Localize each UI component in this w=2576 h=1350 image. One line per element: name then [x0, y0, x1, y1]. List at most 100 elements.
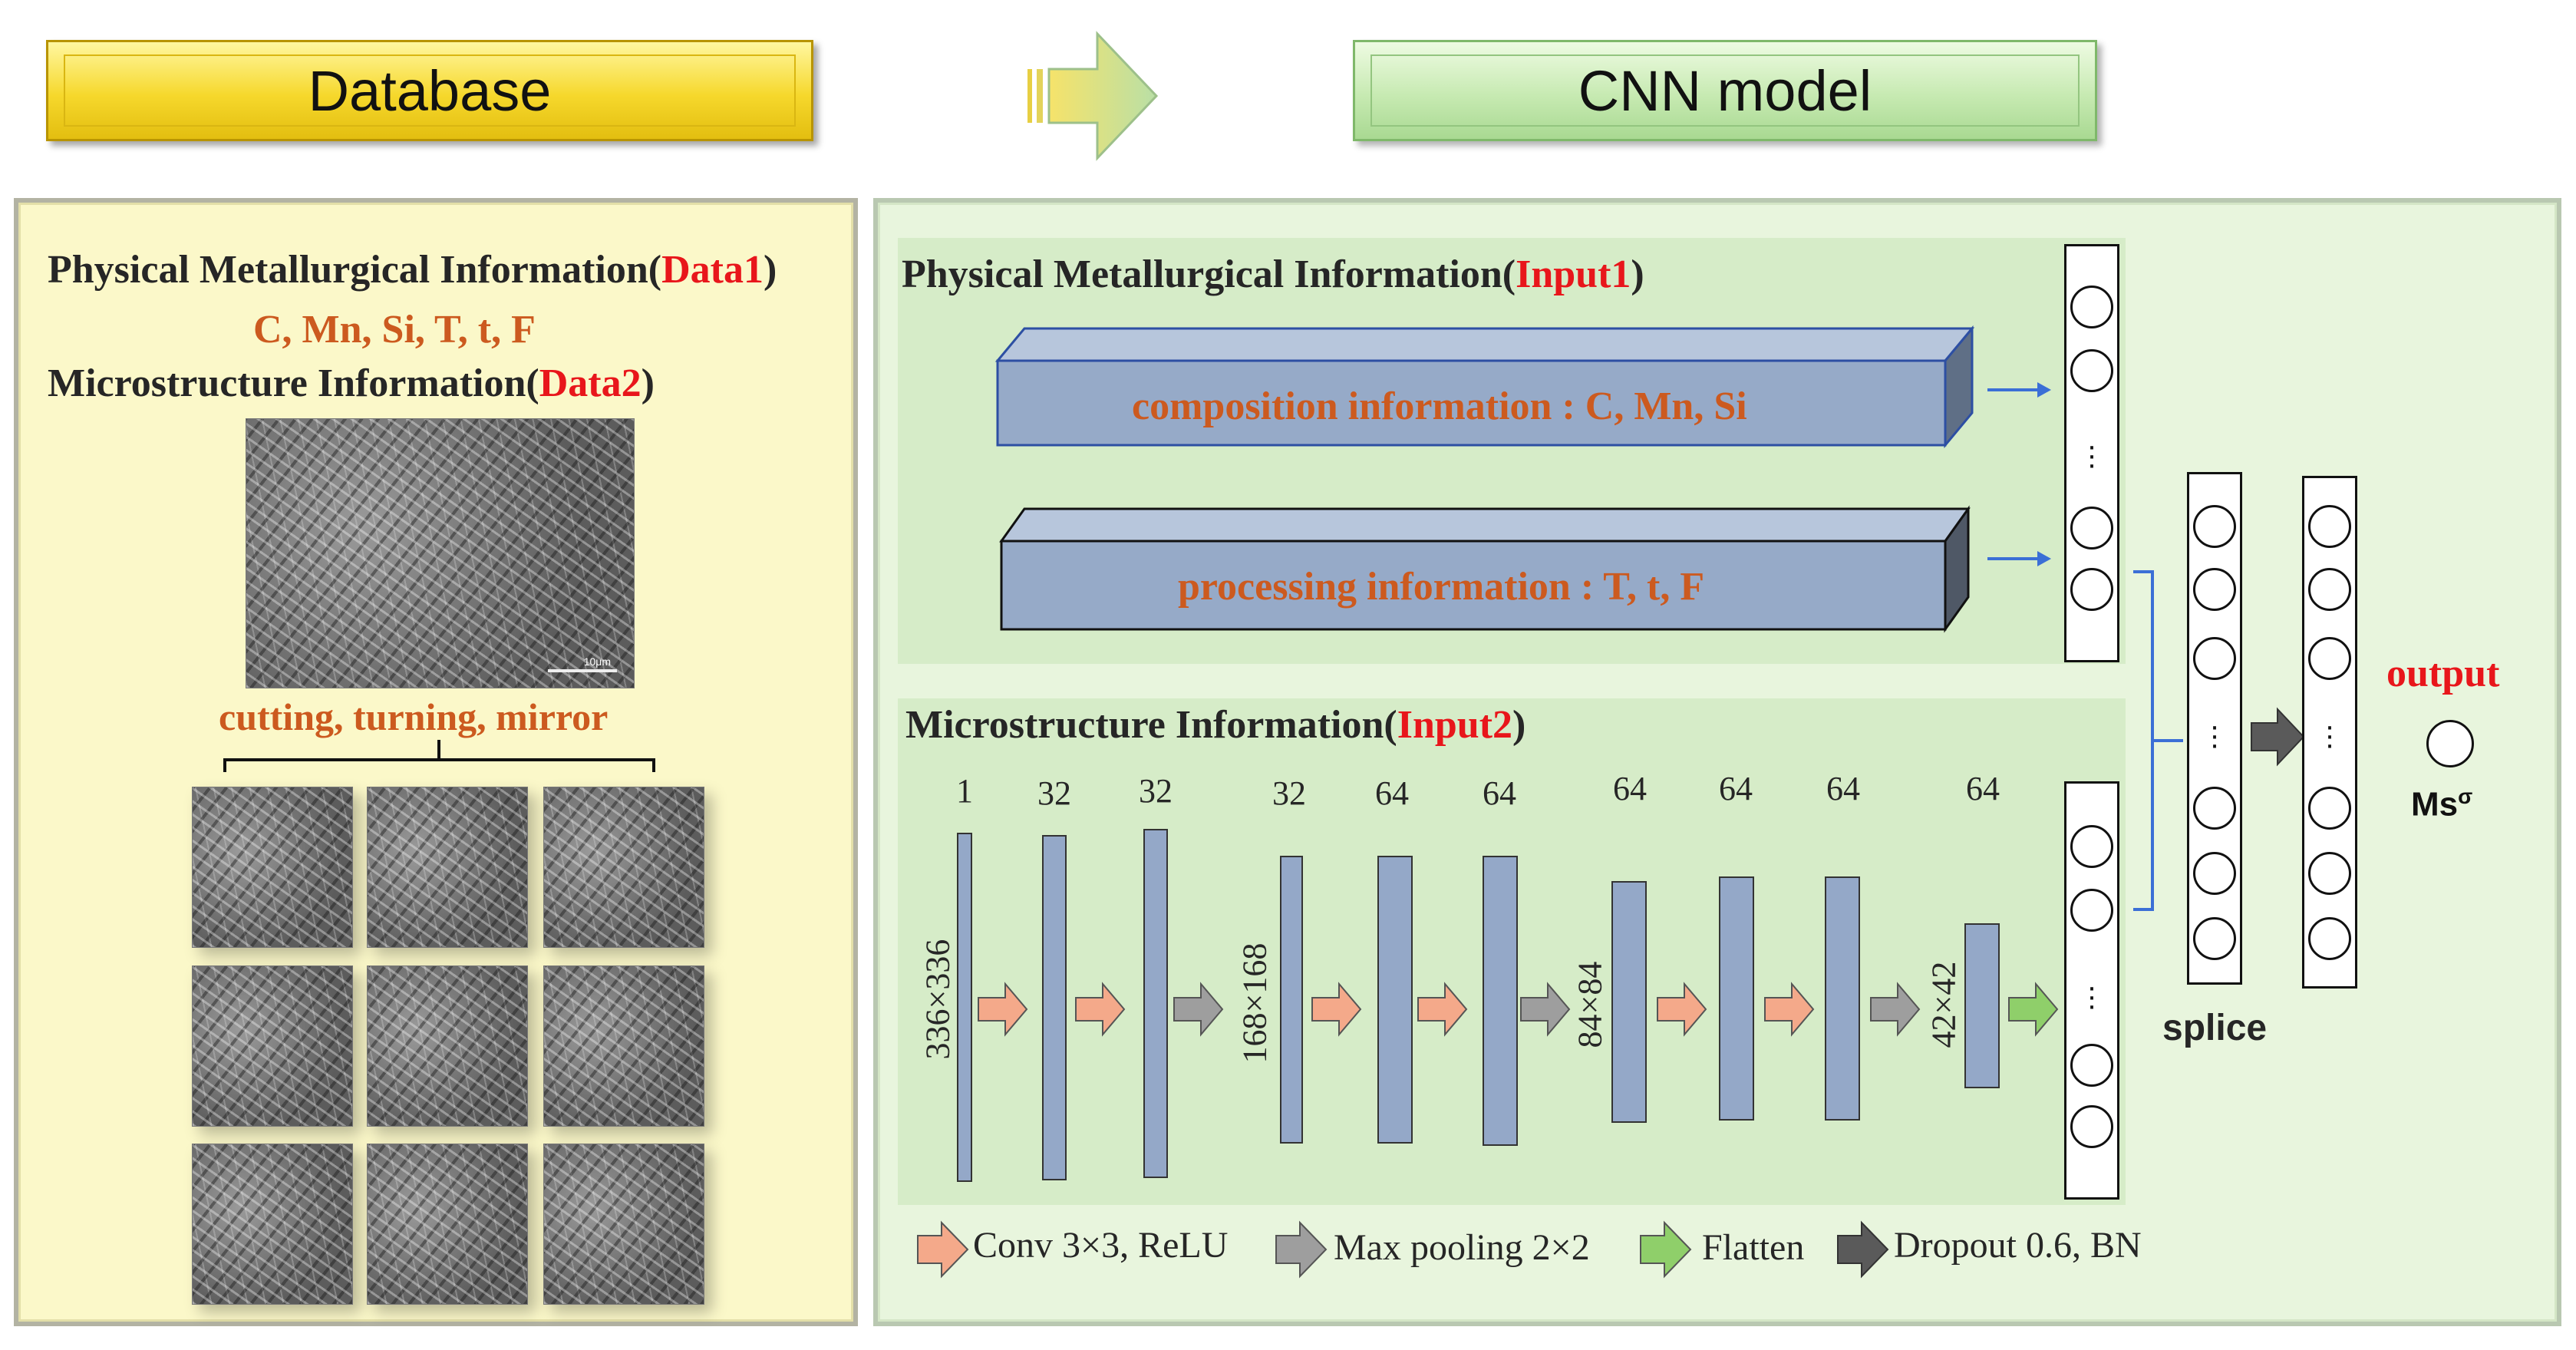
data1-variables: C, Mn, Si, T, t, F [253, 308, 536, 352]
conv-arrow-icon [1075, 982, 1126, 1037]
conv-arrow-icon [1764, 982, 1815, 1037]
neuron [2193, 637, 2236, 680]
brace-icon [223, 740, 655, 772]
layer-bar [1719, 876, 1754, 1121]
neuron [2308, 787, 2351, 830]
sem-tile [192, 965, 353, 1127]
layer-bar [1143, 829, 1168, 1178]
preprocess-label: cutting, turning, mirror [219, 695, 609, 738]
sem-tile [367, 787, 528, 948]
splice-label: splice [2162, 1008, 2268, 1048]
channel-count: 1 [956, 772, 973, 810]
processing-box [999, 505, 1971, 633]
blue-arrows [1987, 382, 2051, 566]
sem-tile [543, 787, 704, 948]
layer-bar [957, 833, 972, 1182]
dense-neuron-column [2302, 476, 2357, 989]
flatten-legend-arrow-icon [1640, 1220, 1692, 1279]
ellipsis-icon: ··· [2209, 709, 2220, 761]
legend-flatten: Flatten [1702, 1227, 1805, 1268]
scale-bar-label: 10μm [583, 655, 611, 668]
conv-arrow-icon [1311, 982, 1362, 1037]
composition-label: composition information : C, Mn, Si [1132, 385, 1747, 428]
neuron [2070, 349, 2113, 392]
channel-count: 64 [1483, 774, 1516, 812]
layer-arrows [978, 982, 2059, 1037]
sem-tile [543, 965, 704, 1127]
sem-tile [192, 1144, 353, 1305]
pool-legend-arrow-icon [1275, 1220, 1328, 1279]
neuron [2070, 286, 2113, 328]
legend-dropout: Dropout 0.6, BN [1894, 1225, 2142, 1266]
conv-legend-arrow-icon [917, 1220, 969, 1279]
neuron [2193, 917, 2236, 960]
input1-boxes [994, 325, 1975, 633]
flow-arrow-icon [1027, 31, 1159, 161]
database-header-label: Database [308, 58, 552, 123]
neuron [2070, 568, 2113, 611]
neuron [2070, 1105, 2113, 1148]
input2-heading: Microstructure Information(Input2) [905, 703, 1526, 747]
layer-bar [1611, 881, 1647, 1123]
neuron [2193, 787, 2236, 830]
sem-tile [543, 1144, 704, 1305]
output-neuron [2426, 720, 2474, 767]
conv-arrow-icon [1417, 982, 1468, 1037]
splice-neuron-column [2187, 472, 2242, 985]
ellipsis-icon: ··· [2086, 429, 2097, 481]
data1-heading: Physical Metallurgical Information(Data1… [48, 248, 777, 292]
layer-bar [1964, 923, 2000, 1088]
dropout-arrow-icon [2251, 707, 2305, 767]
channel-count: 32 [1037, 774, 1071, 812]
sem-tile [192, 787, 353, 948]
channel-count: 64 [1966, 770, 2000, 807]
cnn-model-header-label: CNN model [1578, 58, 1872, 123]
neuron [2308, 852, 2351, 895]
cnn-model-header: CNN model [1353, 40, 2097, 141]
conv-arrow-icon [1657, 982, 1707, 1037]
neuron [2308, 637, 2351, 680]
neuron [2193, 568, 2236, 611]
database-panel [14, 198, 858, 1326]
ellipsis-icon: ··· [2324, 709, 2335, 761]
ellipsis-icon: ··· [2086, 970, 2097, 1022]
neuron [2308, 568, 2351, 611]
layer-bar [1280, 856, 1303, 1144]
sem-micrograph-main: 10μm [246, 418, 635, 688]
neuron [2193, 505, 2236, 548]
channel-count: 64 [1719, 770, 1753, 807]
output-target: Msσ [2411, 784, 2473, 824]
layer-bar [1042, 835, 1067, 1180]
data2-heading: Microstructure Information(Data2) [48, 361, 655, 405]
splice-bracket [2133, 570, 2183, 911]
pool-arrow-icon [1173, 982, 1224, 1037]
layer-bar [1377, 856, 1413, 1144]
flatten-arrow-icon [2008, 982, 2059, 1037]
output-label: output [2386, 652, 2500, 695]
size-label: 336×336 [919, 939, 957, 1060]
conv-arrow-icon [978, 982, 1028, 1037]
neuron [2070, 825, 2113, 868]
layer-bar [1825, 876, 1860, 1121]
dropout-legend-arrow-icon [1837, 1220, 1889, 1279]
input1-heading: Physical Metallurgical Information(Input… [902, 253, 1644, 296]
legend-conv: Conv 3×3, ReLU [973, 1225, 1229, 1266]
database-header: Database [46, 40, 813, 141]
neuron [2070, 507, 2113, 550]
layer-bar [1483, 856, 1518, 1146]
pool-arrow-icon [1870, 982, 1921, 1037]
composition-box [994, 325, 1975, 449]
neuron [2193, 852, 2236, 895]
channel-count: 64 [1375, 774, 1409, 812]
channel-count: 32 [1272, 774, 1306, 812]
channel-count: 64 [1826, 770, 1860, 807]
channel-count: 64 [1613, 770, 1647, 807]
legend-pool: Max pooling 2×2 [1334, 1227, 1590, 1268]
neuron [2070, 889, 2113, 932]
sem-tile [367, 965, 528, 1127]
channel-count: 32 [1139, 772, 1173, 810]
pool-arrow-icon [1520, 982, 1571, 1037]
neuron [2308, 917, 2351, 960]
neuron [2308, 505, 2351, 548]
processing-label: processing information : T, t, F [1178, 565, 1705, 609]
